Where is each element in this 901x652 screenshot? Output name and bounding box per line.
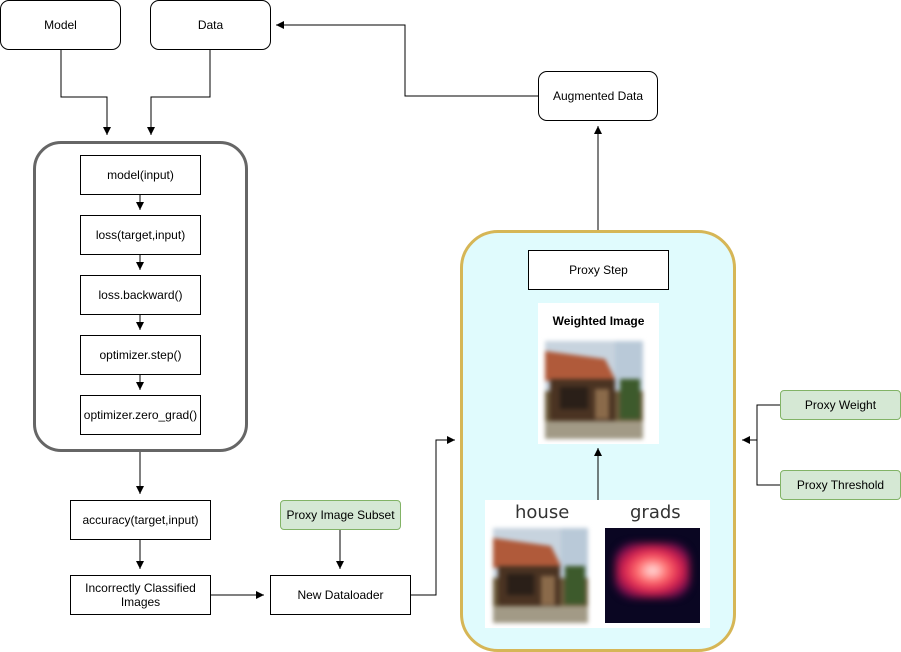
house-caption: house bbox=[515, 502, 570, 523]
edge-loader-proxy bbox=[410, 436, 455, 596]
zero-grad-step[interactable]: optimizer.zero_grad() bbox=[80, 395, 201, 435]
optimizer-step[interactable]: optimizer.step() bbox=[80, 335, 201, 375]
edge-augmented-data bbox=[276, 21, 538, 97]
edge-proxyweight-join bbox=[756, 404, 780, 486]
edge-data-loop bbox=[147, 50, 211, 135]
accuracy-node[interactable]: accuracy(target,input) bbox=[70, 500, 211, 540]
data-node[interactable]: Data bbox=[150, 0, 271, 50]
grads-heatmap bbox=[605, 528, 700, 623]
inputs-panel: house grads bbox=[485, 500, 710, 628]
new-dataloader-node[interactable]: New Dataloader bbox=[270, 575, 411, 615]
proxy-image-subset-node[interactable]: Proxy Image Subset bbox=[280, 500, 401, 530]
weighted-image-title: Weighted Image bbox=[552, 314, 645, 328]
edge-model-loop bbox=[60, 50, 111, 135]
augmented-data-node[interactable]: Augmented Data bbox=[538, 71, 658, 121]
incorrect-images-node[interactable]: Incorrectly Classified Images bbox=[70, 575, 211, 615]
house-image bbox=[493, 528, 588, 623]
grads-caption: grads bbox=[630, 502, 681, 523]
weighted-house-image bbox=[545, 341, 643, 439]
loss-backward-step[interactable]: loss.backward() bbox=[80, 275, 201, 315]
proxy-threshold-node[interactable]: Proxy Threshold bbox=[780, 470, 901, 500]
proxy-weight-node[interactable]: Proxy Weight bbox=[780, 390, 901, 420]
model-node[interactable]: Model bbox=[0, 0, 121, 50]
loss-step[interactable]: loss(target,input) bbox=[80, 215, 201, 255]
model-input-step[interactable]: model(input) bbox=[80, 155, 201, 195]
proxy-step-node[interactable]: Proxy Step bbox=[528, 250, 669, 290]
weighted-image-panel: Weighted Image bbox=[538, 303, 659, 444]
